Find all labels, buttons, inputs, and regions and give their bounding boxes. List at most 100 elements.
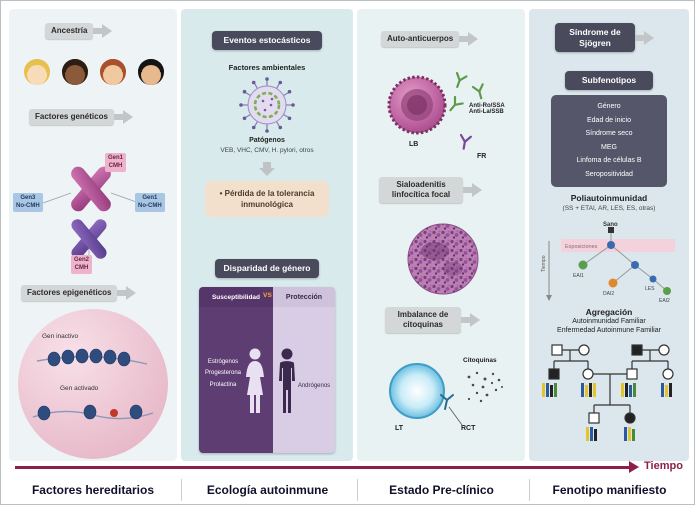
aggregation-line1: Autoinmunidad Familiar [572, 318, 646, 325]
male-silhouette [279, 348, 295, 413]
epigenetics-illustration: Gen inactivo Gen activado [18, 309, 168, 459]
sjogren-syndrome-label: Síndrome de Sjögren [555, 23, 655, 53]
protection-header-text: Protección [285, 293, 323, 301]
leaf-label-3: LES [645, 286, 655, 292]
gene-label-gen1-cmh: Gen1 CMH [105, 153, 127, 172]
chromosome-pair-1-icon [71, 166, 111, 212]
column-manifest-phenotype: Síndrome de Sjögren Subfenotipos Género … [529, 9, 689, 461]
subphenotype-item: Síndrome seco [585, 130, 633, 137]
footer-preclinical-state: Estado Pre-clínico [357, 479, 525, 501]
rf-antibody-icon [459, 133, 472, 150]
anti-ro-label: Anti-Ro/SSA [469, 103, 505, 109]
aggregation-line2: Enfermedad Autoinmune Familiar [557, 327, 661, 334]
subphenotypes-header: Subfenotipos [565, 71, 653, 90]
protection-header: Protección [273, 287, 335, 307]
susceptibility-header-text: Susceptibilidad [211, 293, 261, 301]
haplotype-bars [542, 383, 672, 441]
gene-label-gen2-cmh: Gen2 CMH [71, 255, 93, 274]
hormone-prolactin: Prolactina [209, 381, 237, 388]
subphenotype-item: MEG [601, 143, 617, 151]
footer-manifest-phenotype: Fenotipo manifiesto [529, 479, 689, 501]
genetic-factors-label-text: Factores genéticos [29, 109, 114, 125]
timeline-arrowhead-icon [629, 461, 639, 473]
pathogens-title: Patógenos [249, 137, 285, 144]
ethnic-faces-illustration [24, 59, 164, 85]
family-pedigree-diagram [542, 344, 674, 441]
epigenetic-factors-label: Factores epigenéticos [21, 285, 137, 301]
environmental-factors-label: Factores ambientales [228, 63, 306, 72]
column-hereditary-factors: Ancestría [9, 9, 177, 461]
cytokines-label: Citoquinas [463, 357, 497, 364]
subphenotype-item: Edad de inicio [587, 116, 631, 124]
autoantibodies-label: Auto-anticuerpos [381, 31, 479, 47]
column-preclinical-state: Auto-anticuerpos [357, 9, 525, 461]
right-arrow-icon [117, 286, 137, 300]
chromosome-pair-2-icon [71, 219, 107, 259]
gene-label-gen1-nocmh: Gen1 No-CMH [135, 193, 165, 212]
susceptibility-protection-panel: Susceptibilidad Protección vs [199, 287, 335, 453]
pathogens-list: VEB, VHC, CMV, H. pylori, otros [220, 147, 314, 154]
rf-label: FR [477, 153, 487, 160]
disease-tree-diagram: Exposiciones Sano Tiempo EAI1 DAI2 LES E… [541, 222, 675, 304]
epigenetic-factors-label-text: Factores epigenéticos [21, 285, 118, 301]
sialoadenitis-label: Sialoadenitis linfocítica focal [379, 177, 483, 203]
face-4-icon [138, 59, 164, 85]
down-arrow-icon [259, 162, 275, 176]
timeline-axis [15, 466, 629, 469]
chromosomes-svg [42, 166, 140, 259]
ancestry-label: Ancestría [45, 23, 113, 39]
susceptibility-hormones: Estrógenos Progesterona Prolactina [201, 357, 245, 391]
tcr-label: RCT [461, 425, 476, 432]
histology-image [407, 223, 479, 295]
antibody-names: Anti-Ro/SSA Anti-La/SSB [469, 103, 517, 115]
b-cell-svg [387, 71, 484, 150]
susceptibility-side [199, 307, 273, 453]
timeline-label: Tiempo [644, 460, 683, 472]
autoantibodies-label-text: Auto-anticuerpos [381, 31, 460, 47]
tolerance-loss-box: • Pérdida de la tolerancia inmunológica [205, 181, 329, 218]
condensed-chromatin-icon [36, 348, 148, 367]
right-arrow-icon [113, 110, 133, 124]
subphenotypes-list: Género Edad de inicio Síndrome seco MEG … [551, 95, 667, 187]
footer-autoimmune-ecology: Ecología autoinmune [181, 479, 353, 501]
aggregation-title: Agregación [585, 307, 633, 317]
right-arrow-icon [463, 183, 482, 197]
polymerase-icon [110, 409, 118, 417]
cytokine-dots [467, 371, 503, 403]
time-axis-label: Tiempo [541, 255, 547, 272]
root-node-icon [608, 227, 614, 233]
gene-label-gen3-nocmh: Gen3 No-CMH [13, 193, 43, 212]
face-3-icon [100, 59, 126, 85]
polyautoimmunity-title: Poliautoinmunidad [570, 193, 648, 203]
face-1-icon [24, 59, 50, 85]
leaf-label-2: DAI2 [603, 291, 614, 297]
leaf-label-1: EAI1 [573, 273, 584, 279]
subphenotype-item: Género [597, 103, 621, 110]
active-gene-label: Gen activado [60, 385, 99, 392]
healthy-node-label: Sano [603, 222, 618, 228]
cytokine-imbalance-label: Imbalance de citoquinas [385, 307, 481, 333]
chromosomes-illustration: Gen1 CMH Gen3 No-CMH Gen1 No-CMH Gen2 CM… [9, 137, 177, 285]
protection-hormone-androgens: Andrógenos [297, 383, 331, 389]
footer-hereditary-factors: Factores hereditarios [31, 483, 155, 497]
face-2-icon [62, 59, 88, 85]
right-arrow-icon [635, 30, 654, 45]
ancestry-label-text: Ancestría [45, 23, 94, 39]
polyautoimmunity-detail: (SS + ETAI, AR, LES, ES, otras) [562, 205, 656, 212]
open-chromatin-icon [32, 404, 154, 421]
right-arrow-icon [459, 32, 479, 46]
b-cell-illustration: LB Anti-Ro/SSA Anti-La/SSB FR [365, 59, 517, 171]
green-antibody-icons [449, 71, 484, 112]
b-cell-label: LB [409, 141, 419, 148]
right-arrow-icon [461, 313, 480, 327]
virus-icon [239, 77, 295, 133]
column-autoimmune-ecology: Eventos estocásticos Factores ambientale… [181, 9, 353, 461]
vs-text: vs [263, 290, 272, 299]
exposures-band-label: Exposiciones [565, 244, 598, 250]
subphenotype-item: Seropositividad [585, 170, 633, 178]
leaf-label-4: EAI2 [659, 298, 670, 304]
anti-la-label: Anti-La/SSB [469, 109, 504, 115]
t-cell-illustration: LT Citoquinas RCT [365, 345, 517, 451]
genetic-factors-label: Factores genéticos [29, 109, 134, 125]
